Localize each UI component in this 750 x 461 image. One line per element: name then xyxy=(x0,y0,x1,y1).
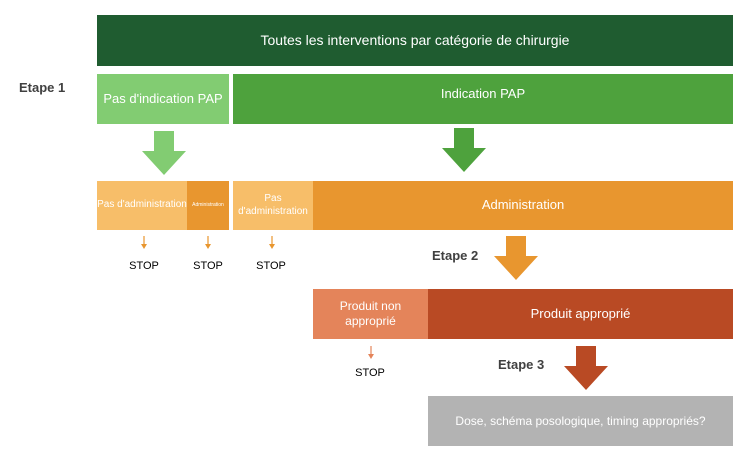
admin-main-text: Administration xyxy=(481,197,565,213)
admin-small-text: Administration xyxy=(192,202,224,209)
stop-label-1: STOP xyxy=(129,260,159,272)
no-admin-left-box: Pas d'administration xyxy=(97,181,187,230)
light-green-down-arrow xyxy=(142,131,186,175)
appropriate-product-box: Produit approprié xyxy=(428,289,733,339)
title-text: Toutes les interventions par catégorie d… xyxy=(260,31,570,48)
step-3-label: Etape 3 xyxy=(498,357,545,372)
green-down-arrow xyxy=(442,128,486,172)
small-orange-arrow-1 xyxy=(141,236,147,249)
title-banner: Toutes les interventions par catégorie d… xyxy=(97,15,733,66)
rust-down-arrow xyxy=(564,346,608,390)
no-admin-left-text: Pas d'administration xyxy=(97,199,187,211)
stop-label-4: STOP xyxy=(355,367,385,379)
inappropriate-product-box: Produit non approprié xyxy=(313,289,428,339)
no-admin-right-text: Pas d'administration xyxy=(238,193,308,217)
no-admin-right-box: Pas d'administration xyxy=(233,181,313,230)
stop-label-2: STOP xyxy=(193,260,223,272)
indication-box: Indication PAP xyxy=(233,74,733,124)
indication-text: Indication PAP xyxy=(440,86,526,101)
small-orange-arrow-3 xyxy=(269,236,275,249)
no-indication-text: Pas d'indication PAP xyxy=(103,90,223,106)
admin-main-box: Administration xyxy=(313,181,733,230)
stop-label-3: STOP xyxy=(256,260,286,272)
small-orange-arrow-2 xyxy=(205,236,211,249)
inappropriate-product-text: Produit non approprié xyxy=(339,299,402,328)
admin-small-box: Administration xyxy=(187,181,229,230)
orange-down-arrow xyxy=(494,236,538,280)
no-indication-box: Pas d'indication PAP xyxy=(97,74,229,124)
step-2-label: Etape 2 xyxy=(432,248,479,263)
small-salmon-arrow xyxy=(368,346,374,359)
appropriate-product-text: Produit approprié xyxy=(530,305,631,321)
step-1-label: Etape 1 xyxy=(19,80,66,95)
dose-question-box: Dose, schéma posologique, timing appropr… xyxy=(428,396,733,446)
dose-question-text: Dose, schéma posologique, timing appropr… xyxy=(455,413,706,428)
